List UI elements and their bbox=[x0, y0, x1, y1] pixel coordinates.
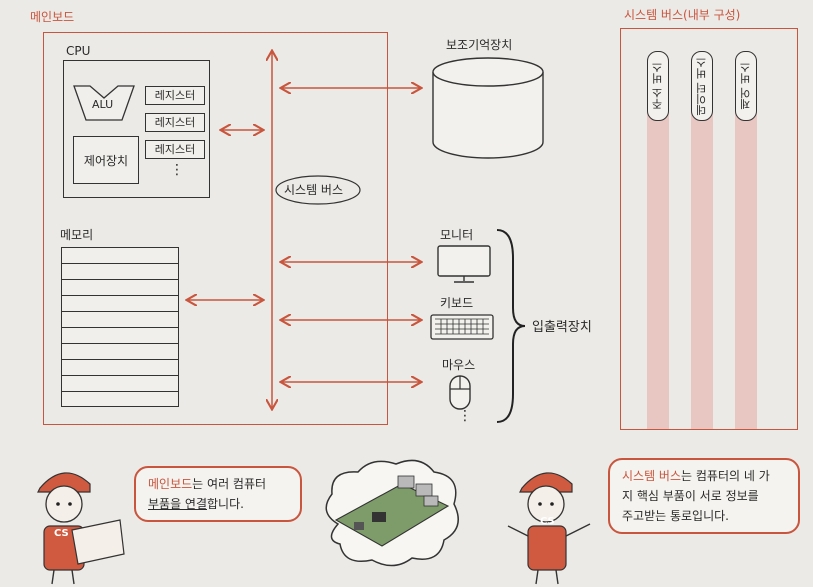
system-bus-panel-title: 시스템 버스(내부 구성) bbox=[624, 8, 741, 22]
address-bus-label: 주소 버스 bbox=[647, 51, 669, 121]
control-bus-lane bbox=[735, 59, 757, 429]
data-bus-label: 데이터 버스 bbox=[691, 51, 713, 121]
storage-label: 보조기억장치 bbox=[446, 38, 513, 52]
register-2: 레지스터 bbox=[145, 113, 205, 132]
monitor-icon bbox=[437, 245, 491, 283]
register-ellipsis: ⋮ bbox=[170, 162, 184, 178]
io-brace bbox=[496, 229, 526, 423]
keyboard-label: 키보드 bbox=[440, 296, 474, 310]
cpu-label: CPU bbox=[66, 44, 91, 58]
memory-block bbox=[61, 247, 179, 407]
control-unit: 제어장치 bbox=[73, 136, 139, 184]
bubble-right-line3: 주고받는 통로입니다. bbox=[622, 509, 729, 523]
board-cloud bbox=[325, 459, 459, 567]
mainboard-frame bbox=[43, 32, 388, 425]
bubble-right-line2: 지 핵심 부품이 서로 정보를 bbox=[622, 489, 759, 503]
bubble-right-text: 는 컴퓨터의 네 가 bbox=[681, 469, 770, 483]
address-bus-lane bbox=[647, 59, 669, 429]
mascot-right-badge: CS bbox=[540, 516, 555, 527]
register-3: 레지스터 bbox=[145, 140, 205, 159]
bubble-left: 메인보드는 여러 컴퓨터 부품을 연결합니다. bbox=[134, 466, 302, 522]
mainboard-title: 메인보드 bbox=[30, 10, 75, 24]
system-bus-panel: 주소 버스 데이터 버스 제어 버스 bbox=[620, 28, 798, 430]
data-bus-lane bbox=[691, 59, 713, 429]
storage-cylinder bbox=[432, 57, 544, 159]
bubble-left-line2-highlight: 부품을 연결 bbox=[148, 497, 208, 511]
mouse-icon bbox=[449, 375, 471, 410]
alu-label: ALU bbox=[92, 98, 114, 111]
register-1: 레지스터 bbox=[145, 86, 205, 105]
mascot-left bbox=[37, 472, 125, 585]
cpu-box bbox=[63, 60, 210, 198]
mascot-right bbox=[507, 472, 591, 585]
bubble-left-highlight: 메인보드 bbox=[148, 477, 193, 491]
mouse-label: 마우스 bbox=[442, 358, 476, 372]
alu-shape bbox=[73, 85, 135, 121]
monitor-label: 모니터 bbox=[440, 228, 474, 242]
bubble-right-highlight: 시스템 버스 bbox=[622, 469, 682, 483]
io-group-label: 입출력장치 bbox=[532, 320, 592, 335]
mascot-left-badge: CS bbox=[54, 528, 69, 539]
memory-label: 메모리 bbox=[60, 228, 94, 242]
bubble-left-line2-text: 합니다. bbox=[207, 497, 244, 511]
control-bus-label: 제어 버스 bbox=[735, 51, 757, 121]
bubble-left-text: 는 여러 컴퓨터 bbox=[192, 477, 267, 491]
bubble-right: 시스템 버스는 컴퓨터의 네 가 지 핵심 부품이 서로 정보를 주고받는 통로… bbox=[608, 458, 800, 534]
keyboard-icon bbox=[430, 314, 494, 340]
io-ellipsis: ⋮ bbox=[458, 408, 472, 424]
system-bus-label: 시스템 버스 bbox=[284, 183, 344, 197]
